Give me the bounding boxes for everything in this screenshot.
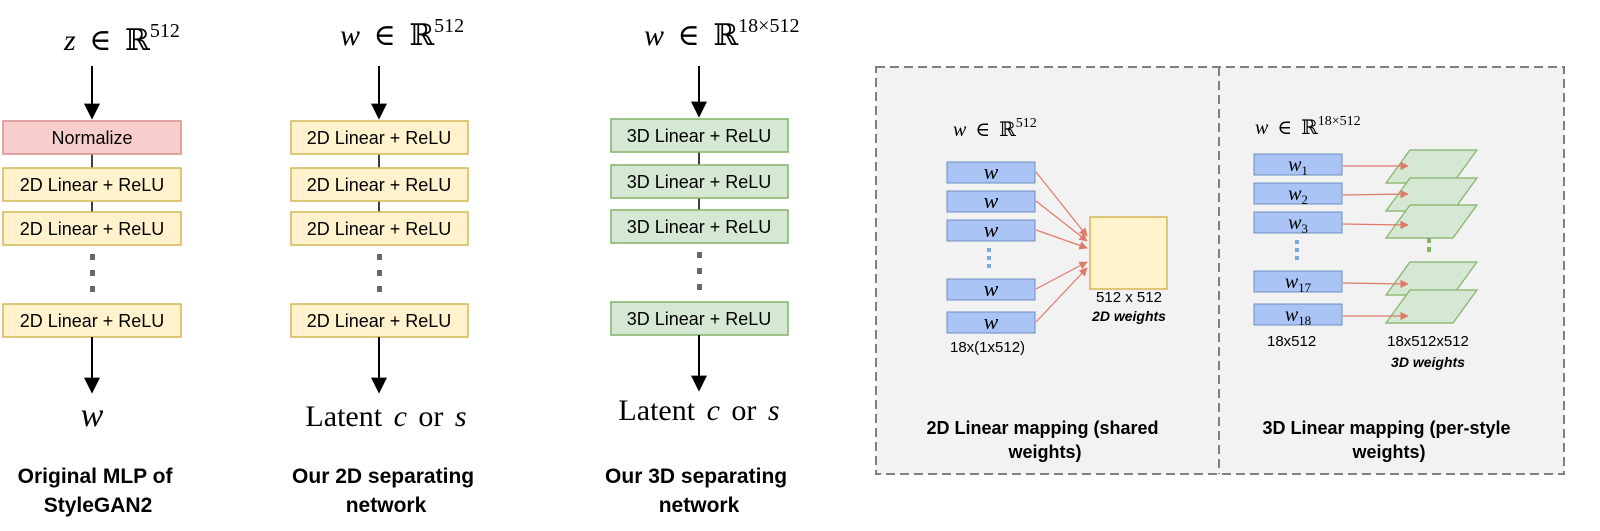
sep3d-layer-1 [610, 118, 789, 153]
normalize-label: Normalize [51, 128, 132, 148]
panel2d-arrow [1035, 200, 1088, 242]
panel3d-vector-18 [1253, 303, 1343, 326]
sep2d-layer-n-label: 2D Linear + ReLU [307, 311, 452, 331]
panel2d-input-label: w ∈ ℝ512 [953, 116, 1037, 141]
panel3d-arrow [1342, 220, 1409, 230]
panel2d-weight-name: 2D weights [1091, 308, 1166, 324]
panel3d-weight-plane [1384, 204, 1479, 239]
panel3d-arrow [1342, 279, 1409, 289]
panel3d-vector-2 [1253, 182, 1343, 205]
panel2d-vector-label: w [984, 309, 999, 334]
panel2d-mapping-arrows [1035, 171, 1088, 323]
sep2d-caption: Our 2D separating network [292, 465, 480, 517]
sep3d-layer-1-label: 3D Linear + ReLU [627, 126, 772, 146]
panel3d-vector-17 [1253, 270, 1343, 293]
sep2d-output-label: Latent c or s [305, 400, 466, 433]
panel3d-caption: 3D Linear mapping (per-style weights) [1262, 418, 1515, 462]
panel3d-weight-dim: 18x512x512 [1387, 333, 1469, 350]
sep3d-layer-3 [610, 209, 789, 244]
original-layer-1-label: 2D Linear + ReLU [20, 175, 165, 195]
normalize-box [2, 120, 182, 155]
sep3d-layer-n-label: 3D Linear + ReLU [627, 309, 772, 329]
panel3d-mapping-arrows [1342, 161, 1409, 321]
panel2d-weight-dim: 512 x 512 [1096, 289, 1162, 306]
sep2d-layer-2 [290, 167, 469, 202]
sep2d-layer-3 [290, 211, 469, 246]
panel3d-plane-dots [1427, 238, 1431, 252]
original-layer-2 [2, 211, 182, 246]
panel3d-vector-1 [1253, 153, 1343, 176]
panel3d-weight-name: 3D weights [1391, 354, 1465, 370]
original-layer-n-label: 2D Linear + ReLU [20, 311, 165, 331]
panel2d-vector-label: w [984, 217, 999, 242]
panel2d-vector-1 [946, 161, 1036, 184]
panel2d-arrow [1035, 261, 1088, 290]
panel2d-vector-label: w [984, 188, 999, 213]
panel3d-input-label: w ∈ ℝ18×512 [1255, 114, 1361, 139]
panel2d-vectors-dim: 18x(1x512) [950, 339, 1025, 356]
sep3d-layer-3-label: 3D Linear + ReLU [627, 217, 772, 237]
column-2d-separating: w ∈ ℝ512 2D Linear + ReLU 2D Linear + Re… [290, 15, 480, 517]
original-input-label: z ∈ ℝ512 [63, 20, 180, 57]
original-output-label: w [81, 397, 104, 434]
panel2d-vector-2 [946, 190, 1036, 213]
original-layer-2-label: 2D Linear + ReLU [20, 219, 165, 239]
panel2d-weight-square [1089, 216, 1168, 290]
panel2d-arrow [1035, 171, 1088, 237]
sep3d-input-label: w ∈ ℝ18×512 [644, 15, 799, 52]
sep3d-layer-n [610, 301, 789, 336]
sep3d-caption: Our 3D separating network [605, 465, 793, 517]
panel3d-vector-3 [1253, 211, 1343, 234]
sep3d-ellipsis-dots [697, 252, 702, 290]
panel3d-vector-dots [1295, 240, 1299, 260]
sep2d-layer-1 [290, 120, 469, 155]
original-ellipsis-dots [90, 254, 95, 292]
panel2d-caption: 2D Linear mapping (shared weights) [926, 418, 1163, 462]
panel2d-arrow [1035, 229, 1088, 250]
sep3d-output-label: Latent c or s [618, 394, 779, 427]
panel2d-arrow [1035, 267, 1088, 323]
sep2d-layer-n [290, 303, 469, 338]
panel2d-vector-label: w [984, 159, 999, 184]
column-3d-separating: w ∈ ℝ18×512 3D Linear + ReLU 3D Linear +… [605, 15, 799, 517]
sep3d-layer-2 [610, 164, 789, 199]
sep3d-layer-2-label: 3D Linear + ReLU [627, 172, 772, 192]
panel2d-vector-5 [946, 311, 1036, 334]
column-original-mlp: z ∈ ℝ512 Normalize 2D Linear + ReLU 2D L… [2, 20, 182, 517]
sep2d-layer-2-label: 2D Linear + ReLU [307, 175, 452, 195]
panel2d-vector-3 [946, 219, 1036, 242]
sep2d-layer-3-label: 2D Linear + ReLU [307, 219, 452, 239]
panel2d-vector-label: w [984, 276, 999, 301]
panel2d-vector-dots [987, 248, 991, 268]
panel3d-vectors-dim: 18x512 [1267, 333, 1316, 350]
sep2d-ellipsis-dots [377, 254, 382, 292]
original-caption: Original MLP of StyleGAN2 [18, 465, 179, 517]
original-layer-1 [2, 167, 182, 202]
panel2d-vector-4 [946, 278, 1036, 301]
sep2d-input-label: w ∈ ℝ512 [340, 15, 464, 52]
sep2d-layer-1-label: 2D Linear + ReLU [307, 128, 452, 148]
panel3d-arrow [1342, 189, 1409, 199]
